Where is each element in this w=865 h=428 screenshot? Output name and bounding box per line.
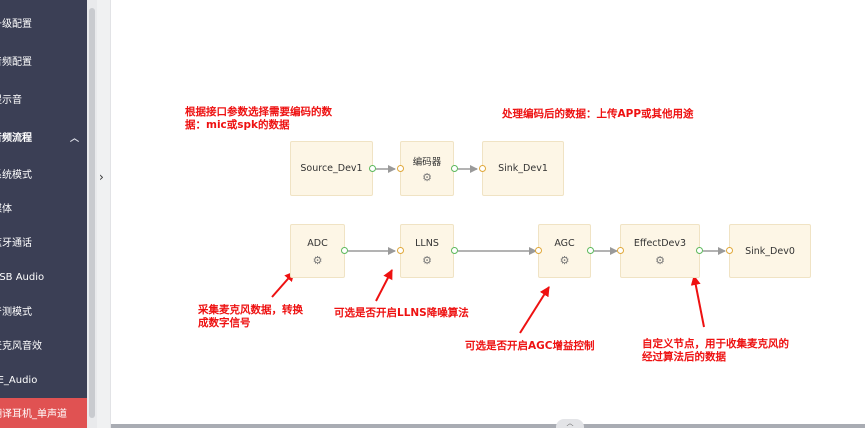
gear-icon[interactable]: ⚙ bbox=[422, 254, 432, 267]
node-adc[interactable]: ADC ⚙ bbox=[290, 224, 345, 278]
node-effectdev3[interactable]: EffectDev3 ⚙ bbox=[620, 224, 700, 278]
annotation-encoder-output: 处理编码后的数据：上传APP或其他用途 bbox=[502, 108, 694, 121]
arrow-to-llns bbox=[375, 269, 393, 302]
annotation-line: 采集麦克风数据，转换 bbox=[198, 304, 303, 316]
sidebar-item-label: USB Audio bbox=[0, 272, 45, 283]
port-in-encoder[interactable] bbox=[397, 165, 404, 172]
chevron-up-icon: ︿ bbox=[69, 134, 79, 144]
annotation-llns: 可选是否开启LLNS降噪算法 bbox=[334, 307, 469, 320]
sidebar-item-prompt-tone[interactable]: 提示音 bbox=[0, 84, 87, 118]
port-out-encoder[interactable] bbox=[451, 165, 458, 172]
sidebar-item-le-audio[interactable]: LE_Audio bbox=[0, 364, 87, 398]
annotation-line: 经过算法后的数据 bbox=[642, 351, 726, 363]
chevron-right-icon[interactable]: › bbox=[99, 170, 104, 184]
sidebar-scrollbar[interactable] bbox=[87, 0, 97, 428]
gear-icon[interactable]: ⚙ bbox=[655, 254, 665, 267]
sidebar-item-translator-mono[interactable]: 翻译耳机_单声道 bbox=[0, 398, 87, 428]
sidebar-item-label: 翻译耳机_单声道 bbox=[0, 409, 67, 420]
node-label: AGC bbox=[554, 238, 575, 249]
annotation-adc: 采集麦克风数据，转换 成数字信号 bbox=[198, 304, 303, 330]
sidebar-item-label: 产测模式 bbox=[0, 307, 32, 318]
annotation-line: 成数字信号 bbox=[198, 317, 251, 329]
annotation-encoder-input: 根据接口参数选择需要编码的数 据：mic或spk的数据 bbox=[185, 106, 332, 132]
node-source-dev1[interactable]: Source_Dev1 bbox=[290, 141, 373, 196]
sidebar-item-audio-config[interactable]: 音频配置 bbox=[0, 46, 87, 80]
port-in-sink-dev1[interactable] bbox=[479, 165, 486, 172]
sidebar-item-label: 蓝牙通话 bbox=[0, 238, 32, 249]
node-label: ADC bbox=[307, 238, 328, 249]
annotation-agc: 可选是否开启AGC增益控制 bbox=[465, 340, 594, 353]
sidebar-item-production-test[interactable]: 产测模式 bbox=[0, 296, 87, 330]
sidebar-item-system-mode[interactable]: 系统模式 bbox=[0, 159, 87, 193]
port-out-llns[interactable] bbox=[451, 247, 458, 254]
node-encoder[interactable]: 编码器 ⚙ bbox=[400, 141, 454, 196]
node-sink-dev1[interactable]: Sink_Dev1 bbox=[482, 141, 564, 196]
bottom-panel-toggle[interactable]: ︿ bbox=[556, 419, 584, 428]
gear-icon[interactable]: ⚙ bbox=[559, 254, 570, 267]
port-out-adc[interactable] bbox=[341, 247, 348, 254]
port-out-agc[interactable] bbox=[587, 247, 594, 254]
sidebar-item-label: 系统模式 bbox=[0, 170, 32, 181]
sidebar-item-label: 提示音 bbox=[0, 95, 22, 106]
node-label: LLNS bbox=[415, 238, 439, 249]
annotation-line: 根据接口参数选择需要编码的数 bbox=[185, 106, 332, 118]
port-in-sink-dev0[interactable] bbox=[726, 247, 733, 254]
node-llns[interactable]: LLNS ⚙ bbox=[400, 224, 454, 278]
annotation-arrows bbox=[271, 269, 705, 334]
edges bbox=[348, 165, 726, 255]
node-label: 编码器 bbox=[412, 157, 442, 168]
node-sink-dev0[interactable]: Sink_Dev0 bbox=[729, 224, 811, 278]
port-out-effectdev3[interactable] bbox=[696, 247, 703, 254]
annotation-line: 自定义节点，用于收集麦克风的 bbox=[642, 338, 789, 350]
sidebar-item-label: 音频配置 bbox=[0, 57, 32, 68]
port-out-source-dev1[interactable] bbox=[369, 165, 376, 172]
node-label: Sink_Dev1 bbox=[498, 163, 548, 174]
port-in-llns[interactable] bbox=[397, 247, 404, 254]
annotation-line: 据：mic或spk的数据 bbox=[185, 119, 290, 131]
annotation-effectdev3: 自定义节点，用于收集麦克风的 经过算法后的数据 bbox=[642, 338, 789, 364]
canvas-bottom-bar bbox=[111, 424, 865, 428]
chevron-up-icon: ︿ bbox=[566, 419, 574, 427]
node-label: EffectDev3 bbox=[633, 238, 687, 249]
flow-canvas[interactable] bbox=[111, 0, 865, 428]
gear-icon[interactable]: ⚙ bbox=[422, 171, 432, 184]
sidebar-item-usb-audio[interactable]: USB Audio bbox=[0, 261, 87, 295]
node-agc[interactable]: AGC ⚙ bbox=[538, 224, 591, 278]
annotation-line: 可选是否开启LLNS降噪算法 bbox=[334, 307, 469, 319]
node-label: Sink_Dev0 bbox=[745, 246, 795, 257]
sidebar-item-upgrade-config[interactable]: 升级配置 bbox=[0, 8, 87, 42]
annotation-line: 可选是否开启AGC增益控制 bbox=[465, 340, 595, 352]
node-label: Source_Dev1 bbox=[300, 163, 363, 174]
sidebar-item-mic-effect[interactable]: 麦克风音效 bbox=[0, 330, 87, 364]
gear-icon[interactable]: ⚙ bbox=[312, 254, 323, 267]
port-in-effectdev3[interactable] bbox=[617, 247, 624, 254]
arrow-to-agc bbox=[519, 286, 550, 334]
sidebar-item-media[interactable]: 媒体 bbox=[0, 193, 87, 227]
annotation-line: 处理编码后的数据：上传APP或其他用途 bbox=[502, 108, 694, 120]
arrow-to-effectdev3 bbox=[690, 275, 705, 328]
sidebar-item-label: 媒体 bbox=[0, 204, 12, 215]
port-in-agc[interactable] bbox=[535, 247, 542, 254]
scrollbar-thumb[interactable] bbox=[89, 8, 95, 418]
sidebar-item-label: 升级配置 bbox=[0, 19, 32, 30]
sidebar-item-label: 麦克风音效 bbox=[0, 341, 42, 352]
sidebar-collapse-handle[interactable]: › bbox=[97, 0, 111, 428]
sidebar-item-label: LE_Audio bbox=[0, 375, 38, 386]
sidebar-item-bt-call[interactable]: 蓝牙通话 bbox=[0, 227, 87, 261]
